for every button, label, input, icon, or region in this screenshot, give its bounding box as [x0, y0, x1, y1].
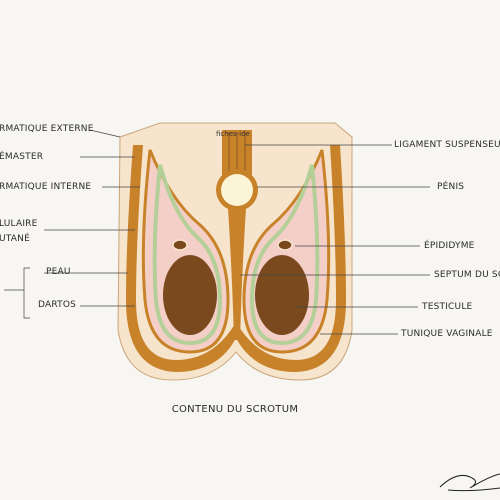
label-ligament-suspenseur: LIGAMENT SUSPENSEUR D: [394, 140, 500, 150]
right-testis: [255, 255, 309, 335]
label-fascia-spermatique-externe: RMATIQUE EXTERNE: [0, 124, 94, 134]
label-tunique-vaginale: TUNIQUE VAGINALE: [401, 329, 493, 339]
label-cremaster: ÉMASTER: [0, 152, 44, 162]
penis-core: [221, 174, 253, 206]
label-penis: PÉNIS: [437, 182, 465, 192]
right-leader-lines: [240, 144, 430, 335]
label-testicule: TESTICULE: [422, 302, 473, 312]
label-epididyme: ÉPIDIDYME: [424, 241, 475, 251]
left-leader-lines: [4, 129, 140, 319]
label-septum: SEPTUM DU SC: [434, 270, 500, 280]
label-cellulaire-line1: LULAIRE: [0, 219, 38, 229]
right-epididymis: [277, 239, 293, 251]
label-peau: PEAU: [46, 267, 71, 277]
label-dartos: DARTOS: [38, 300, 77, 310]
signature-mark: [439, 473, 500, 492]
left-testis: [163, 255, 217, 335]
label-cellulaire-line2: UTANÉ: [0, 234, 30, 244]
left-green-layer: [152, 164, 223, 346]
right-green-layer: [249, 164, 320, 346]
label-fascia-spermatique-interne: RMATIQUE INTERNE: [0, 182, 92, 192]
left-epididymis: [172, 239, 188, 251]
diagram-caption: CONTENU DU SCROTUM: [171, 404, 299, 415]
watermark-text: fiches-ide: [216, 130, 250, 138]
septum: [228, 208, 246, 340]
